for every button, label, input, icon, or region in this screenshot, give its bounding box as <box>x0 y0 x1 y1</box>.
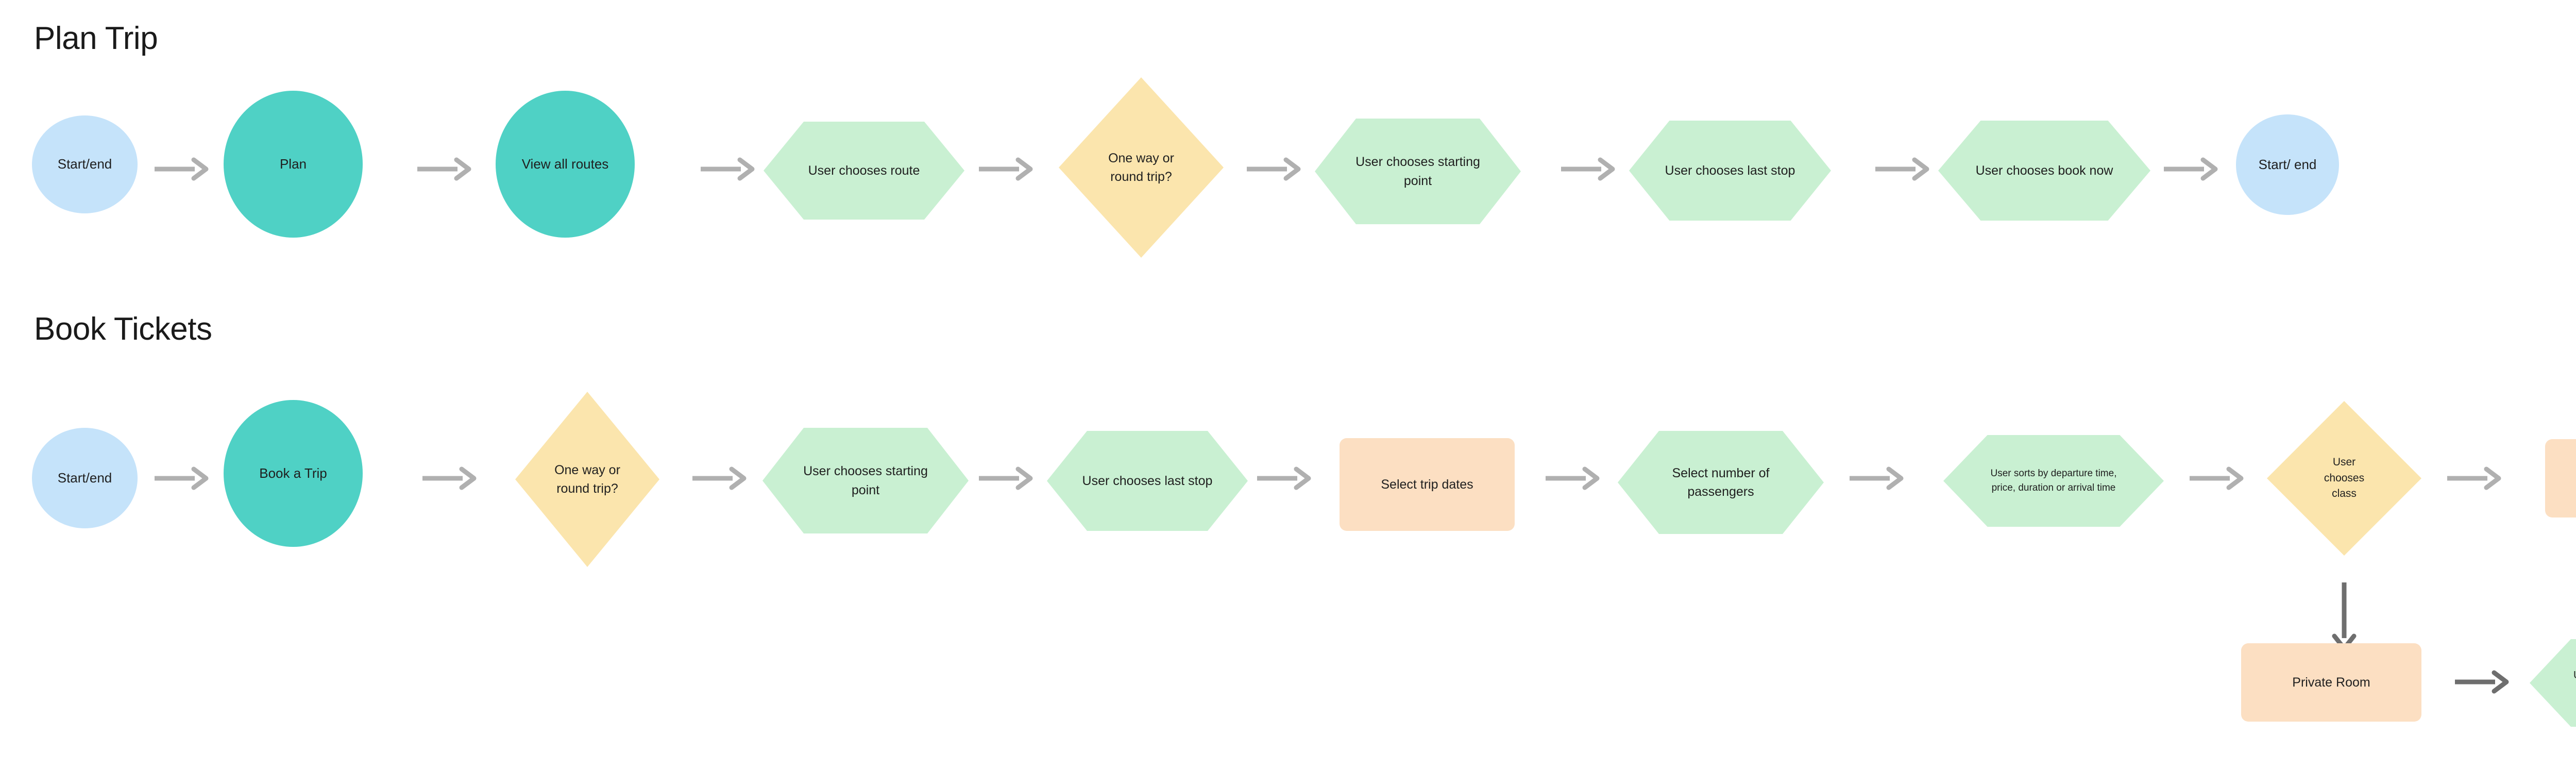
edge-arrow <box>1546 466 1602 490</box>
node-label: User chooses starting point <box>1355 155 1480 188</box>
edge-arrow <box>1247 157 1303 181</box>
edge-arrow <box>692 466 749 490</box>
node-view-all-routes[interactable]: View all routes <box>496 91 635 238</box>
node-user-chooses-book-now[interactable]: User chooses book now <box>1938 121 2150 221</box>
node-label: User chooses route <box>808 163 920 178</box>
node-plan[interactable]: Plan <box>224 91 363 238</box>
node-label: User chooses starting point <box>803 464 928 497</box>
node-user-chooses-starting-point[interactable]: User chooses starting point <box>762 428 969 533</box>
node-user-chooses-class[interactable]: User chooses class <box>2267 401 2421 556</box>
node-label: User chooses last stop <box>1665 163 1795 178</box>
node-label: User chooses book now <box>1975 163 2113 178</box>
node-label: Book a Trip <box>259 465 327 481</box>
node-label: User chooses class <box>2324 456 2365 500</box>
node-label: One way or round trip? <box>1108 151 1174 184</box>
node-label: User sorts by departure time, price, dur… <box>1990 468 2117 493</box>
node-user-sorts-results[interactable]: User sorts by departure time, price, dur… <box>1943 435 2164 527</box>
node-label: Private Room <box>2292 675 2370 690</box>
section-title-book-tickets: Book Tickets <box>34 311 212 347</box>
node-one-way-or-round-trip[interactable]: One way or round trip? <box>1059 77 1224 258</box>
node-label: Plan <box>279 156 307 172</box>
node-user-chooses-roomette-or-bedroom[interactable]: User chooses roomette or bedroom <box>2530 639 2576 727</box>
edge-arrow <box>2164 157 2221 181</box>
edge-arrow <box>979 466 1036 490</box>
node-book-a-trip[interactable]: Book a Trip <box>224 400 363 547</box>
node-user-chooses-route[interactable]: User chooses route <box>764 122 964 220</box>
node-start-end[interactable]: Start/end <box>32 428 138 528</box>
node-user-chooses-starting-point[interactable]: User chooses starting point <box>1315 119 1521 224</box>
edge-arrow <box>1875 157 1932 181</box>
edge-arrow <box>417 157 474 181</box>
edge-arrow <box>2455 670 2512 694</box>
node-user-chooses-last-stop[interactable]: User chooses last stop <box>1047 431 1248 531</box>
node-label: User chooses last stop <box>1082 473 1213 488</box>
node-label: User chooses roomette or bedroom <box>2530 668 2576 698</box>
node-label: Start/ end <box>2258 156 2317 172</box>
node-label: Coach <box>2545 469 2576 488</box>
node-label: Start/end <box>57 156 112 172</box>
node-label: Start/end <box>57 470 112 486</box>
edge-arrow <box>2447 466 2504 490</box>
node-label: Select trip dates <box>1381 477 1473 492</box>
node-start-end[interactable]: Start/ end <box>2236 114 2339 215</box>
node-coach[interactable]: Coach <box>2545 439 2576 517</box>
edge-arrow <box>1850 466 1906 490</box>
edge-arrow <box>1257 466 1314 490</box>
node-label: Select number of passengers <box>1672 465 1770 499</box>
edge-arrow <box>701 157 757 181</box>
section-title-plan-trip: Plan Trip <box>34 21 158 56</box>
node-select-number-of-passengers[interactable]: Select number of passengers <box>1618 431 1824 534</box>
node-one-way-or-round-trip[interactable]: One way or round trip? <box>515 392 659 567</box>
edge-arrow <box>155 466 211 490</box>
node-select-trip-dates[interactable]: Select trip dates <box>1340 438 1515 531</box>
edge-arrow-down <box>2331 582 2357 652</box>
edge-arrow <box>979 157 1036 181</box>
edge-arrow <box>2190 466 2246 490</box>
node-start-end[interactable]: Start/end <box>32 115 138 213</box>
node-private-room[interactable]: Private Room <box>2241 643 2421 722</box>
edge-arrow <box>1561 157 1618 181</box>
node-label: View all routes <box>521 156 609 172</box>
edge-arrow <box>155 157 211 181</box>
node-user-chooses-last-stop[interactable]: User chooses last stop <box>1629 121 1831 221</box>
edge-arrow <box>422 466 479 490</box>
node-label: One way or round trip? <box>554 462 620 496</box>
